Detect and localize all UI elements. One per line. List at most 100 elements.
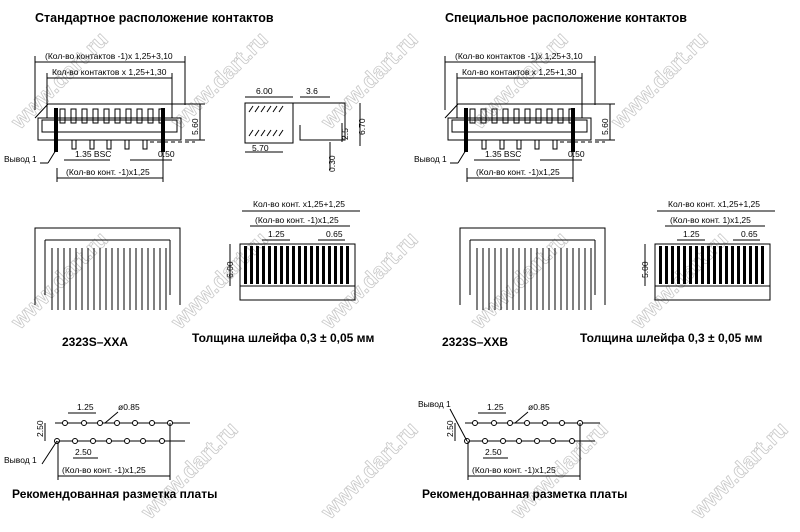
cable-conductor: [665, 246, 668, 284]
pcb-pitch-label: 1.25: [487, 402, 504, 412]
cable-conductor: [310, 246, 313, 284]
cable-conductor: [725, 246, 728, 284]
cable-conductor: [346, 246, 349, 284]
back-outline: [34, 227, 181, 305]
contact-tooth: [557, 108, 564, 124]
solder-tail: [499, 139, 505, 150]
solder-tail: [552, 139, 558, 150]
pcb-hole: [140, 438, 146, 444]
model-label: 2323S–XXB: [442, 335, 508, 349]
contact-tooth: [546, 108, 553, 124]
cable-conductor: [743, 246, 746, 284]
pcb-stagger-label: 2.50: [75, 447, 92, 457]
pcb-caption: Рекомендованная разметка платы: [12, 487, 217, 501]
dim-contacts-label: Кол-во контактов x 1,25+1,30: [52, 67, 167, 77]
cable-conductor: [334, 246, 337, 284]
pcb-hole: [550, 438, 556, 444]
dimension-line: [41, 440, 58, 465]
pcb-stagger-label: 2.50: [485, 447, 502, 457]
side-contact: [293, 102, 346, 141]
cable-conductor: [713, 246, 716, 284]
cable-conductor: [689, 246, 692, 284]
contact-tooth: [103, 108, 110, 124]
end-pin: [161, 108, 165, 152]
section-title: Специальное расположение контактов: [445, 11, 687, 25]
cable-height-label: 5.00: [640, 261, 650, 278]
pcb-hole: [491, 420, 497, 426]
dim-span-label: (Кол-во конт. -1)x1,25: [476, 167, 560, 177]
dim-height-label: 5.60: [600, 118, 610, 135]
end-pin: [571, 108, 575, 152]
pcb-pin1-label: Вывод 1: [418, 399, 451, 409]
cable-total-label: Кол-во конт. x1,25+1,25: [668, 199, 760, 209]
pcb-hole: [569, 438, 575, 444]
cable-end-view: Кол-во конт. x1,25+1,25(Кол-во конт. -1)…: [225, 199, 360, 301]
dim-total-label: (Кол-во контактов -1)x 1,25+3,10: [455, 51, 583, 61]
cable-height-label: 6.00: [225, 261, 235, 278]
watermark-text: www.dart.ru: [315, 417, 423, 525]
cable-conductor: [316, 246, 319, 284]
dim-span-label: (Кол-во конт. -1)x1,25: [66, 167, 150, 177]
pcb-hole: [559, 420, 565, 426]
cable-body: [239, 286, 356, 301]
cable-width-label: 0.65: [741, 229, 758, 239]
back-outline: [459, 227, 606, 305]
side-dim-h1: 2.5: [340, 128, 350, 140]
dim-offset-label: 0.50: [158, 149, 175, 159]
dim-height-label: 5.60: [190, 118, 200, 135]
cable-conductor: [262, 246, 265, 284]
pcb-hole: [106, 438, 112, 444]
section-title: Стандартное расположение контактов: [35, 11, 274, 25]
cable-conductor: [683, 246, 686, 284]
pcb-hole-label: ø0.85: [528, 402, 550, 412]
cable-conductor: [298, 246, 301, 284]
solder-tail: [516, 139, 522, 150]
hatch: [272, 105, 278, 113]
cable-conductor: [701, 246, 704, 284]
cable-conductor: [268, 246, 271, 284]
cable-conductor: [256, 246, 259, 284]
dimension-line: [47, 149, 57, 164]
cable-conductor: [659, 246, 662, 284]
cable-pitch-label: 1.25: [683, 229, 700, 239]
pcb-hole: [500, 438, 506, 444]
pcb-rowgap-label: 2.50: [35, 420, 45, 437]
side-dim-w2: 3.6: [306, 86, 318, 96]
hatch: [278, 129, 284, 137]
pcb-pitch-label: 1.25: [77, 402, 94, 412]
dim-contacts-label: Кол-во контактов x 1,25+1,30: [462, 67, 577, 77]
solder-tail: [142, 139, 148, 150]
pcb-hole: [81, 420, 87, 426]
pcb-hole: [90, 438, 96, 444]
end-pin: [54, 108, 58, 152]
cable-conductor: [707, 246, 710, 284]
contact-tooth: [480, 108, 487, 124]
solder-tail: [124, 139, 130, 150]
watermark-text: www.dart.ru: [315, 227, 423, 335]
dim-offset-label: 0.50: [568, 149, 585, 159]
cable-end: [239, 243, 356, 287]
hatch: [272, 129, 278, 137]
cable-conductor: [737, 246, 740, 284]
cable-conductor: [280, 246, 283, 284]
cable-thickness-label: Толщина шлейфа 0,3 ± 0,05 мм: [192, 331, 375, 345]
side-dim-w3: 5.70: [252, 143, 269, 153]
dim-total-label: (Кол-во контактов -1)x 1,25+3,10: [45, 51, 173, 61]
pcb-hole: [516, 438, 522, 444]
cable-conductor: [755, 246, 758, 284]
panel-special: Специальное расположение контактов (Кол-в…: [414, 11, 775, 501]
pcb-hole: [72, 438, 78, 444]
cable-thickness-label: Толщина шлейфа 0,3 ± 0,05 мм: [580, 331, 763, 345]
hatch: [260, 105, 266, 113]
dimension-line: [104, 411, 119, 424]
pcb-hole: [159, 438, 165, 444]
hatch: [254, 129, 260, 137]
cable-conductor: [340, 246, 343, 284]
